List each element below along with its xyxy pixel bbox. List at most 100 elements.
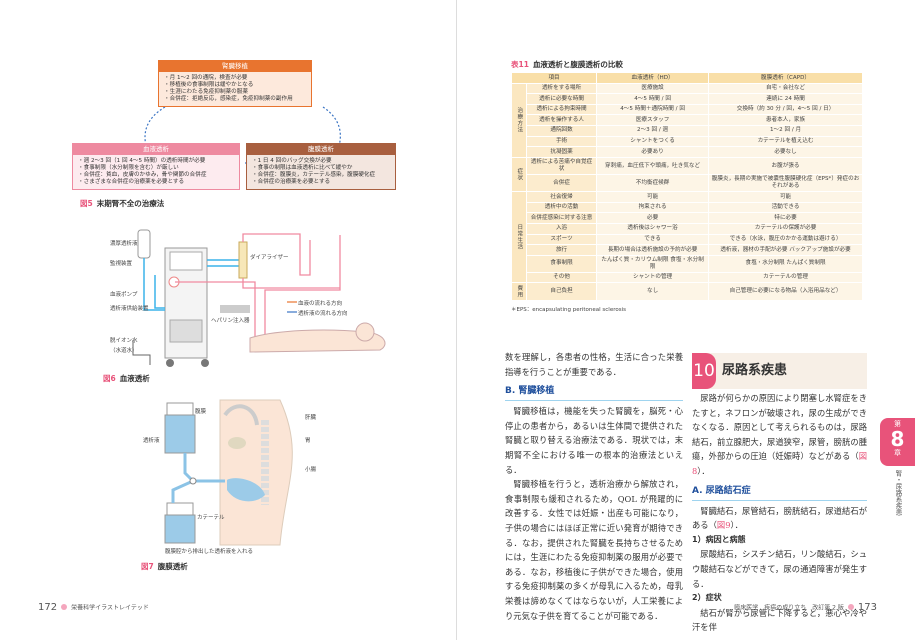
group-label: 日常生活 <box>511 191 527 284</box>
table-row: 食事制限たんぱく質・カリウム制限 食塩・水分制限食塩・水分制限 たんぱく質制限 <box>512 254 863 273</box>
row-label: 透析中の活動 <box>525 201 598 214</box>
list-item: ・合併症：貧血，皮膚のかゆみ，骨や関節の合併症 <box>78 172 207 178</box>
table-row: 手術シャントをつくるカテーテルを植え込む <box>512 135 863 148</box>
label-drain-bag: 腹膜腔から排出した透析液を入れる <box>165 549 254 555</box>
figure-title: 腹膜透析 <box>157 562 188 571</box>
chapter-tab[interactable]: 第 8 章 <box>880 418 915 466</box>
table-cell: 4～5 時間＋通院時間 / 回 <box>596 103 710 116</box>
chapter-prefix: 第 <box>894 420 901 428</box>
table-block: 項目血液透析（HD）腹膜透析（CAPD） 治療方法透析をする場所医療施設自宅・会… <box>510 72 863 313</box>
table-row: スポーツできるできる（水泳，腹圧のかかる運動は避ける） <box>512 233 863 246</box>
table-cell: 不均衡症候群 <box>596 173 710 193</box>
page-number: 173 <box>857 602 877 613</box>
list-item: ・移植後の食事制限は緩やかとなる <box>164 82 254 88</box>
table-cell: 特に必要 <box>708 212 863 224</box>
figure-number: 図7 <box>141 562 154 571</box>
transplant-box: 腎臓移植 ・月 1～2 回の通院，検査が必要・移植後の食事制限は緩やかとなる・生… <box>158 60 312 107</box>
page-number: 172 <box>38 602 58 613</box>
table-row: 透析中の活動拘束される活動できる <box>512 201 863 214</box>
paragraph: 数を理解し，各患者の性格，生活に合った栄養指導を行うことが重要である． <box>505 352 683 377</box>
table-row: 症状透析による苦痛や自覚症状穿刺痛，血圧低下や頭痛，吐き気などお腹が張る <box>511 156 863 193</box>
list-item: ・合併症の治療薬を必要とする <box>252 179 331 185</box>
list-item: ・週 2～3 回（1 回 4～5 時間）の透析時間が必要 <box>78 158 206 164</box>
figure-link[interactable]: 図9 <box>716 520 731 531</box>
table-cell: 食塩・水分制限 たんぱく質制限 <box>708 254 863 273</box>
table-cell: カテーテルを植え込む <box>708 135 863 148</box>
table-cell: お腹が張る <box>708 156 863 175</box>
figure-title: 末期腎不全の治療法 <box>96 199 165 208</box>
book-title: 臨床医学 疾病の成り立ち 改訂第 2 版 <box>734 604 844 612</box>
group-label: 症状 <box>511 156 527 193</box>
label-peritoneum: 腹膜 <box>195 409 207 415</box>
table-cell: 連続に 24 時間 <box>708 93 863 105</box>
text: ）． <box>730 520 743 531</box>
list-item: ・食事制限（水分制限を含む）が厳しい <box>78 165 179 171</box>
list-item: ・月 1～2 回の通院，検査が必要 <box>164 75 248 81</box>
list-item: ・1 日 4 回のバッグ交換が必要 <box>252 158 332 164</box>
row-label: 合併症 <box>525 173 598 193</box>
table-cell: たんぱく質・カリウム制限 食塩・水分制限 <box>596 254 710 273</box>
table-row: 日常生活社会復帰可能可能 <box>511 191 863 284</box>
bullet-dot <box>847 604 854 610</box>
row-label: 透析による苦痛や自覚症状 <box>525 156 598 175</box>
hemodialysis-box: 血液透析 ・週 2～3 回（1 回 4～5 時間）の透析時間が必要・食事制限（水… <box>72 143 240 190</box>
column-header: 腹膜透析（CAPD） <box>708 72 863 84</box>
section-heading: A. 尿路結石症 <box>692 485 867 501</box>
table-cell: シャントをつくる <box>596 135 710 148</box>
figure-number: 図5 <box>80 199 93 208</box>
chapter-suffix: 章 <box>894 449 901 457</box>
legend-blood-flow: 血液の流れる方向 <box>298 301 343 307</box>
list-item: ・生涯にわたる免疫抑制薬の服薬 <box>164 89 248 95</box>
label-catheter: カテーテル <box>197 515 225 521</box>
table-row: その他シャントの管理カテーテルの管理 <box>512 271 863 284</box>
row-label: 透析による拘束時間 <box>525 103 598 116</box>
paragraph: 尿路が何らかの原因により閉塞し水腎症をきたすと，ネフロンが破壊され，尿の生成がで… <box>692 391 867 479</box>
table-cell: 必要 <box>596 212 710 224</box>
left-page: 腎臓移植 ・月 1～2 回の通院，検査が必要・移植後の食事制限は緩やかとなる・生… <box>0 0 457 640</box>
row-label: その他 <box>525 271 598 284</box>
label-deionized-water: 脱イオン水 <box>110 338 138 344</box>
table-cell: 2～3 回 / 週 <box>596 124 710 137</box>
label-dialyzer: ダイアライザー <box>250 255 289 261</box>
row-label: 食事制限 <box>525 254 598 273</box>
label-monitor: 監視装置 <box>110 261 133 267</box>
table-row: 合併症感染に対する注意必要特に必要 <box>512 212 863 224</box>
table-title: 血液透析と腹膜透析の比較 <box>532 60 623 69</box>
paragraph: 結石が腎から尿管に下降すると，悪心や冷や汗を伴 <box>692 607 867 633</box>
figure-title: 血液透析 <box>119 374 150 383</box>
table-cell: 4～5 時間 / 回 <box>596 93 710 105</box>
list-item: ・食事の制限は血液透析に比べて緩やか <box>252 165 353 171</box>
column-header: 血液透析（HD） <box>596 72 710 84</box>
paragraph: 腎臓移植を行うと，透析治療から解放され，食事制限も緩和されるため，QOL が飛躍… <box>505 479 683 621</box>
label-dialysate: 透析液 <box>143 438 160 444</box>
table-cell: 透析後はシャワー浴 <box>596 222 710 235</box>
label-small-intestine: 小腸 <box>305 467 317 473</box>
table-cell: 腹膜炎，長期の実施で被嚢性腹膜硬化症（EPS*）発症のおそれがある <box>708 173 863 193</box>
table-cell: できる（水泳，腹圧のかかる運動は避ける） <box>708 233 863 246</box>
table-cell: 交換時（約 30 分 / 回，4～5 回 / 日） <box>708 103 863 116</box>
group-label: 治療方法 <box>511 82 527 158</box>
table-cell: 長期の場合は透析施設の予約が必要 <box>596 244 710 256</box>
table-cell: カテーテルの管理 <box>708 271 863 284</box>
text: 腎臓結石，尿管結石，膀胱結石，尿道結石がある（ <box>692 505 867 531</box>
row-label: 透析を操作する人 <box>525 114 598 126</box>
text: ）． <box>697 465 710 476</box>
text: 尿路が何らかの原因により閉塞し水腎症をきたすと，ネフロンが破壊され，尿の生成がで… <box>692 393 867 462</box>
hemodialysis-title: 血液透析 <box>73 144 239 155</box>
figure-link[interactable]: 図8 <box>692 451 867 476</box>
hemodialysis-illustration <box>132 229 386 367</box>
paragraph: 尿酸結石，シスチン結石，リン酸結石，シュウ酸結石などができて，尿の通過障害が発生… <box>692 549 867 589</box>
table-cell: 患者本人，家族 <box>708 114 863 126</box>
label-heparin-injector: ヘパリン注入器 <box>211 318 250 324</box>
table-cell: 拘束される <box>596 201 710 214</box>
table-cell: 穿刺痛，血圧低下や頭痛，吐き気など <box>596 156 710 175</box>
chapter-number: 10 <box>692 353 716 389</box>
table-row: 費用自己負担なし自己管理に必要になる物品（入浴用品など） <box>511 282 863 301</box>
peritoneal-dialysis-title: 腹膜透析 <box>247 144 395 155</box>
table-cell: カテーテルの保護が必要 <box>708 222 863 235</box>
